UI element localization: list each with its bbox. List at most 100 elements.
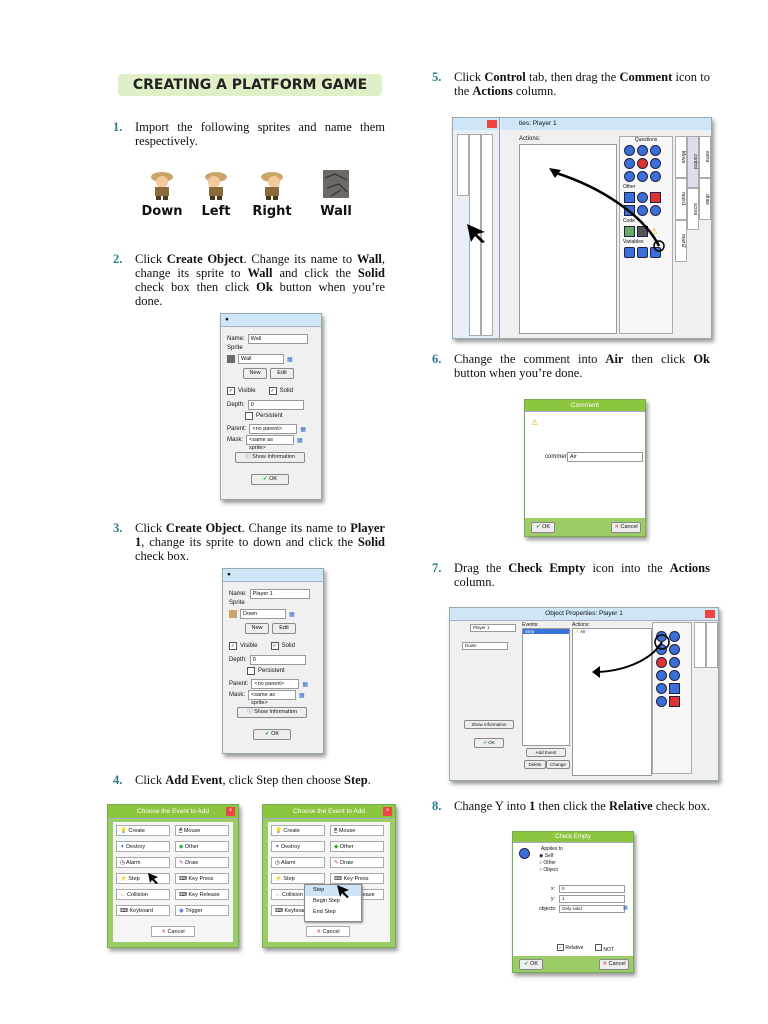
tab-extra[interactable]: extra [699, 136, 711, 178]
objects-select[interactable]: Only solid [559, 905, 625, 913]
delete-button[interactable]: Delete [524, 760, 546, 769]
event-trigger-button[interactable]: ◉ Trigger [175, 905, 229, 916]
radio-other[interactable]: ○ Other [539, 860, 556, 866]
tab-move[interactable]: Move [675, 136, 687, 178]
cancel-button[interactable]: ✕ Cancel [611, 522, 641, 533]
name-field[interactable]: Wall [247, 334, 308, 344]
close-icon[interactable]: × [383, 807, 392, 816]
event-other-button[interactable]: ◆ Other [175, 841, 229, 852]
action-icon[interactable] [624, 226, 635, 237]
event-keyboard-button[interactable]: ⌨ Keyboard [116, 905, 170, 916]
relative-checkbox[interactable]: ✓ Relative [557, 944, 584, 951]
submenu-item-end-step[interactable]: End Step [313, 909, 336, 915]
variable-icon[interactable] [650, 247, 661, 258]
event-alarm-button[interactable]: ◷ Alarm [116, 857, 170, 868]
name-field[interactable]: Player 1 [470, 624, 516, 632]
parent-field[interactable]: <no parent> [251, 679, 300, 689]
submenu-item-step[interactable]: Step [305, 885, 361, 896]
actions-list[interactable]: ⚠ Air [572, 628, 652, 776]
ok-button[interactable]: ✔ OK [474, 738, 504, 748]
vertical-tab[interactable] [457, 134, 469, 196]
question-action-icon[interactable] [637, 171, 648, 182]
event-keypress-button[interactable]: ⌨ Key Press [330, 873, 384, 884]
close-icon[interactable] [705, 610, 715, 618]
question-action-icon[interactable] [624, 171, 635, 182]
action-icon[interactable] [650, 205, 661, 216]
x-field[interactable]: 0 [559, 885, 625, 893]
ok-button[interactable]: ✔ OK [519, 959, 543, 970]
action-icon[interactable] [669, 631, 680, 642]
close-icon[interactable] [487, 120, 497, 128]
event-destroy-button[interactable]: ✦ Destroy [271, 841, 325, 852]
event-draw-button[interactable]: ✎ Draw [330, 857, 384, 868]
question-action-icon[interactable] [637, 158, 648, 169]
mask-field[interactable]: <same as sprite> [248, 690, 297, 706]
event-create-button[interactable]: 💡 Create [116, 825, 170, 836]
action-icon[interactable] [624, 192, 635, 203]
submenu-item-begin-step[interactable]: Begin Step [313, 898, 340, 904]
cancel-button[interactable]: ✕ Cancel [306, 926, 350, 937]
persistent-checkbox[interactable] [247, 667, 255, 675]
tab-draw[interactable]: draw [699, 178, 711, 220]
ok-button[interactable]: ✔ OK [531, 522, 555, 533]
browse-icon[interactable]: ▦ [302, 681, 309, 688]
actions-list[interactable] [519, 144, 617, 334]
action-icon[interactable] [656, 670, 667, 681]
events-list[interactable]: Step [522, 628, 570, 746]
event-draw-button[interactable]: ✎ Draw [175, 857, 229, 868]
variable-icon[interactable] [637, 247, 648, 258]
ok-button[interactable]: ✔ OK [251, 474, 289, 485]
event-mouse-button[interactable]: 🖱 Mouse [175, 825, 229, 836]
browse-icon[interactable]: ▦ [299, 692, 305, 699]
action-icon[interactable] [669, 644, 680, 655]
action-icon[interactable] [650, 192, 661, 203]
sprite-field[interactable]: Down [462, 642, 508, 650]
radio-self[interactable]: ◉ Self [539, 853, 554, 859]
show-information-button[interactable]: ⓘ Show Information [235, 452, 305, 463]
visible-checkbox[interactable]: ✓ [229, 642, 237, 650]
event-destroy-button[interactable]: ✦ Destroy [116, 841, 170, 852]
question-action-icon[interactable] [624, 158, 635, 169]
event-alarm-button[interactable]: ◷ Alarm [271, 857, 325, 868]
vertical-tab[interactable] [706, 622, 718, 668]
radio-object[interactable]: ○ Object [539, 867, 558, 873]
event-step-item[interactable]: Step [523, 629, 569, 634]
show-information-button[interactable]: ⓘ Show Information [237, 707, 307, 718]
edit-button[interactable]: Edit [272, 623, 296, 634]
new-button[interactable]: New [243, 368, 267, 379]
comment-field[interactable]: Air [567, 452, 643, 462]
tab-control[interactable]: control [687, 136, 699, 188]
show-information-button[interactable]: Show Information [464, 720, 514, 729]
question-action-icon[interactable] [650, 145, 661, 156]
name-field[interactable]: Player 1 [249, 589, 310, 599]
action-icon[interactable] [669, 696, 680, 707]
question-action-icon[interactable] [650, 171, 661, 182]
variable-icon[interactable] [624, 247, 635, 258]
action-icon[interactable] [637, 226, 648, 237]
change-button[interactable]: Change [546, 760, 570, 769]
add-event-button[interactable]: Add Event [526, 748, 566, 757]
tab-main1[interactable]: main1 [675, 178, 687, 220]
tab-main2[interactable]: main2 [675, 220, 687, 262]
parent-field[interactable]: <no parent> [249, 424, 298, 434]
depth-field[interactable]: 0 [247, 400, 304, 410]
browse-icon[interactable]: ▦ [297, 437, 303, 444]
question-action-icon[interactable] [650, 158, 661, 169]
event-keypress-button[interactable]: ⌨ Key Press [175, 873, 229, 884]
action-icon[interactable] [656, 657, 667, 668]
action-icon[interactable] [669, 683, 680, 694]
action-icon[interactable] [637, 192, 648, 203]
vertical-tab[interactable] [481, 134, 493, 336]
ok-button[interactable]: ✔ OK [253, 729, 291, 740]
action-icon[interactable] [656, 683, 667, 694]
cancel-button[interactable]: ✕ Cancel [599, 959, 629, 970]
event-mouse-button[interactable]: 🖱 Mouse [330, 825, 384, 836]
edit-button[interactable]: Edit [270, 368, 294, 379]
event-step-button[interactable]: ⚡ Step [116, 873, 170, 884]
event-other-button[interactable]: ◆ Other [330, 841, 384, 852]
mask-field[interactable]: <same as sprite> [246, 435, 295, 451]
persistent-checkbox[interactable] [245, 412, 253, 420]
sprite-field[interactable]: Wall [238, 354, 284, 364]
cancel-button[interactable]: ✕ Cancel [151, 926, 195, 937]
sprite-field[interactable]: Down [240, 609, 286, 619]
